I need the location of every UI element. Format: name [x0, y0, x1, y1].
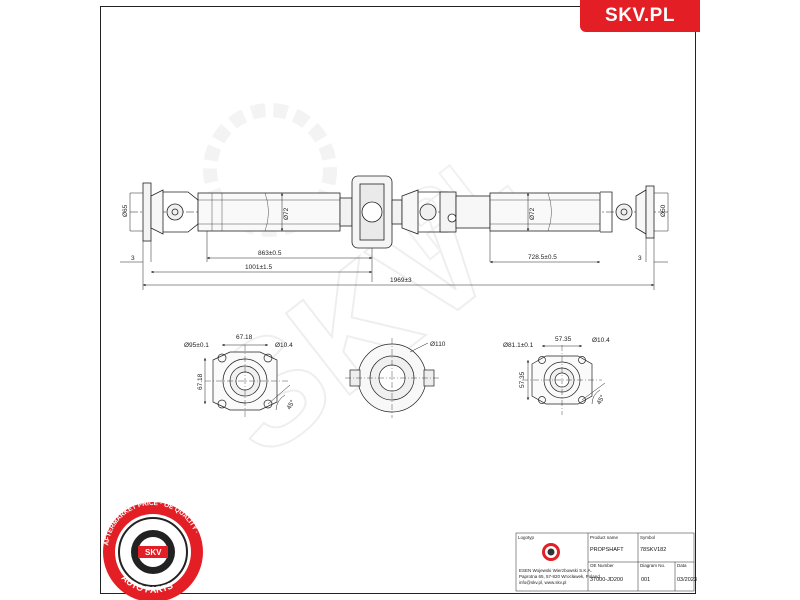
right-flange-view — [522, 344, 606, 415]
tb-company-line-1: ESEN Wojewski Wierzbowski S.K.A. — [519, 568, 592, 573]
right-offset-label: 3 — [638, 255, 642, 262]
right-hole-label: Ø10.4 — [592, 337, 610, 344]
left-flange-dia-label: Ø65 — [122, 204, 129, 217]
overall-length-label: 1969±3 — [390, 277, 412, 284]
left-section-label: 1001±1.5 — [245, 264, 272, 271]
right-tube-dia-label: Ø72 — [529, 207, 536, 220]
tb-row-oe: OE Number — [590, 563, 614, 568]
tb-company-line-3: info@skv.pl, www.skv.pl — [519, 580, 566, 585]
right-bolt-y-label: 57.35 — [519, 371, 526, 388]
left-bolt-y-label: 67.18 — [197, 373, 204, 390]
top-dimension-labels: Ø65 Ø72 Ø72 Ø50 3 3 863±0.5 1001±1.5 728… — [122, 204, 667, 284]
tb-col-logo: Logotyp — [518, 535, 535, 540]
left-bolt-x-label: 67.18 — [236, 334, 253, 341]
bearing-dia-label: Ø110 — [430, 341, 446, 348]
drawing-frame — [100, 6, 696, 594]
propshaft-side-view — [130, 175, 668, 249]
tb-date: 03/2023 — [677, 577, 697, 583]
left-hole-label: Ø10.4 — [275, 342, 293, 349]
center-bearing-view — [345, 338, 440, 418]
center-to-bearing-label: 863±0.5 — [258, 250, 282, 257]
tb-row-diagram: Diagram No. — [640, 563, 665, 568]
right-flange-dia-label: Ø50 — [660, 204, 667, 217]
tb-symbol: 78SKV182 — [640, 547, 666, 553]
tb-row-date: Data — [677, 563, 687, 568]
tb-company-line-2: Paprotna 65, 57-820 Wrocławek, Poland — [519, 574, 600, 579]
tb-oe-number: 37000-JD200 — [590, 577, 623, 583]
left-flange-view — [203, 343, 291, 418]
right-bolt-x-label: 57.35 — [555, 336, 572, 343]
left-tube-dia-label: Ø72 — [283, 207, 290, 220]
tb-product-name: PROPSHAFT — [590, 547, 624, 553]
right-pcd-label: Ø81.1±0.1 — [503, 342, 534, 349]
tb-col-symbol: Symbol — [640, 535, 655, 540]
title-block — [515, 532, 695, 592]
title-block-logo — [542, 543, 560, 561]
top-dimensions — [120, 192, 669, 290]
brand-logo[interactable]: SKV.PL — [580, 0, 700, 32]
right-angle-label: 45° — [595, 393, 607, 406]
watermark: SKV PL — [178, 103, 529, 489]
right-section-label: 728.5±0.5 — [528, 254, 557, 261]
badge-center-text: SKV — [145, 548, 162, 557]
tb-diagram-no: 001 — [641, 577, 650, 583]
left-pcd-label: Ø95±0.1 — [184, 342, 209, 349]
quality-badge: AFTERMARKET PRICE · OE QUALITY · AUTO PA… — [103, 500, 203, 600]
left-offset-label: 3 — [131, 255, 135, 262]
tb-col-product: Product name — [590, 535, 619, 540]
